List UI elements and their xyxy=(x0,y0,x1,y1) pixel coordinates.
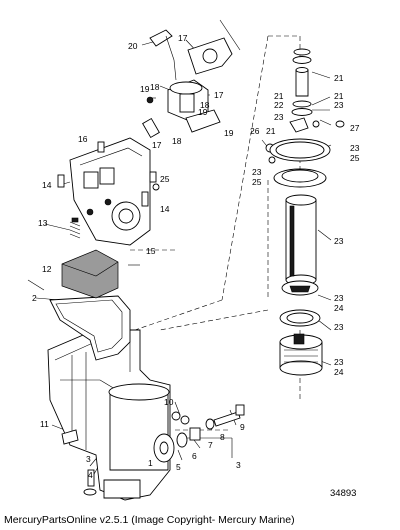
callout-label: 16 xyxy=(78,134,88,144)
callout-label: 3 xyxy=(86,454,91,464)
image-caption: MercuryPartsOnline v2.5.1 (Image Copyrig… xyxy=(4,514,295,526)
callout-label: 25 xyxy=(252,177,262,187)
callout-label: 23 xyxy=(252,167,262,177)
callout-label: 18 xyxy=(150,82,160,92)
callout-label: 21 xyxy=(274,91,284,101)
callout-label: 24 xyxy=(334,367,344,377)
cover-assembly-17-18 xyxy=(142,19,241,139)
spring-13 xyxy=(69,217,81,239)
callout-label: 4 xyxy=(88,470,93,480)
callout-label: 21 xyxy=(334,73,344,83)
callout-label: 3 xyxy=(236,460,241,470)
electric-pump-column xyxy=(265,48,345,376)
callout-label: 14 xyxy=(160,204,170,214)
callout-label: 2 xyxy=(32,293,37,303)
callout-label: 9 xyxy=(240,422,245,432)
callout-label: 8 xyxy=(220,432,225,442)
gasket-2 xyxy=(49,295,131,361)
plug-11-screws-3-4 xyxy=(61,429,97,496)
callout-label: 23 xyxy=(334,293,344,303)
callout-label: 12 xyxy=(42,264,52,274)
filter-12 xyxy=(61,249,119,299)
callout-label: 13 xyxy=(38,218,48,228)
callout-label: 5 xyxy=(176,462,181,472)
screws xyxy=(57,141,160,207)
callout-label: 21 xyxy=(266,126,276,136)
callout-label: 19 xyxy=(224,128,234,138)
callout-label: 18 xyxy=(172,136,182,146)
callout-label: 23 xyxy=(334,322,344,332)
callout-label: 25 xyxy=(160,174,170,184)
callout-label: 17 xyxy=(152,140,162,150)
callout-label: 26 xyxy=(250,126,260,136)
hardware-5-10 xyxy=(153,404,245,463)
callout-label: 6 xyxy=(192,451,197,461)
callout-label: 19 xyxy=(140,84,150,94)
callout-label: 1 xyxy=(148,458,153,468)
pump-body-15 xyxy=(69,137,151,246)
callout-label: 14 xyxy=(42,180,52,190)
housing-1 xyxy=(47,329,171,501)
callout-label: 23 xyxy=(274,112,284,122)
callout-label: 18 xyxy=(200,100,210,110)
callout-labels: 20 17 18 17 19 18 19 17 18 19 16 14 25 1… xyxy=(32,33,360,480)
callout-label: 20 xyxy=(128,41,138,51)
callout-label: 17 xyxy=(214,90,224,100)
callout-label: 23 xyxy=(350,143,360,153)
callout-label: 7 xyxy=(208,440,213,450)
callout-label: 17 xyxy=(178,33,188,43)
callout-label: 22 xyxy=(274,100,284,110)
callout-label: 15 xyxy=(146,246,156,256)
callout-label: 10 xyxy=(164,397,174,407)
callout-label: 11 xyxy=(40,419,49,429)
callout-label: 23 xyxy=(334,236,344,246)
callout-label: 19 xyxy=(198,107,208,117)
callout-label: 27 xyxy=(350,123,360,133)
callout-label: 21 xyxy=(334,91,344,101)
callout-label: 23 xyxy=(334,100,344,110)
callout-label: 23 xyxy=(334,357,344,367)
figure-number: 34893 xyxy=(330,488,356,499)
callout-label: 25 xyxy=(350,153,360,163)
callout-label: 24 xyxy=(334,303,344,313)
